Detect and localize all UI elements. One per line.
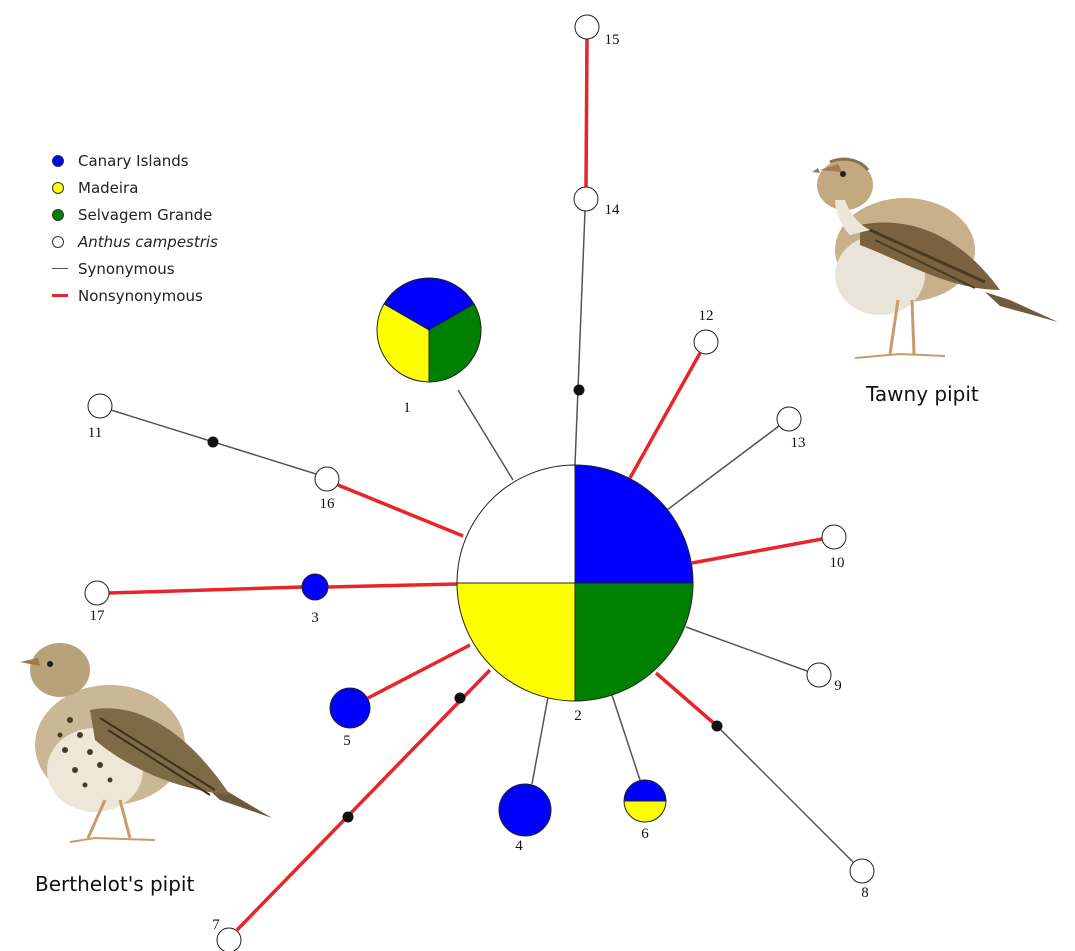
- link-2-8-nonsynonymous: [656, 673, 717, 726]
- haplotype-10-campestris: [822, 525, 846, 549]
- link-2-12-nonsynonymous: [630, 353, 700, 478]
- haplotype-node-9: [807, 663, 831, 687]
- synonymous-line-swatch: [52, 268, 68, 269]
- haplotype-node-8: [850, 859, 874, 883]
- haplotype-14-campestris: [574, 187, 598, 211]
- legend-label: Madeira: [78, 179, 138, 197]
- legend: Canary Islands Madeira Selvagem Grande A…: [52, 147, 218, 309]
- haplotype-label-17: 17: [90, 608, 106, 624]
- mutation-step-marker: [343, 812, 354, 823]
- legend-item-nonsynonymous: Nonsynonymous: [52, 282, 218, 309]
- haplotype-node-7: [217, 928, 241, 951]
- haplotype-node-1: [377, 278, 481, 382]
- link-2-8-synonymous: [717, 726, 853, 862]
- haplotype-11-campestris: [88, 394, 112, 418]
- mutation-step-marker: [712, 721, 723, 732]
- haplotype-label-14: 14: [605, 202, 621, 218]
- haplotype-13-campestris: [777, 407, 801, 431]
- haplotype-label-2: 2: [574, 708, 582, 724]
- haplotype-3-canary: [302, 574, 328, 600]
- legend-item-anthus-campestris: Anthus campestris: [52, 228, 218, 255]
- link-2-9-synonymous: [686, 627, 807, 671]
- haplotype-6-madeira: [624, 801, 666, 822]
- tawny-pipit-label: Tawny pipit: [866, 382, 979, 406]
- selvagem-grande-swatch: [52, 209, 64, 221]
- legend-label: Synonymous: [78, 260, 175, 278]
- haplotype-label-12: 12: [699, 308, 714, 324]
- canary-islands-swatch: [52, 155, 64, 167]
- haplotype-label-4: 4: [515, 838, 523, 854]
- link-14-15-nonsynonymous: [586, 39, 587, 187]
- haplotype-node-11: [88, 394, 112, 418]
- link-2-6-synonymous: [612, 695, 640, 780]
- haplotype-4-canary: [499, 784, 551, 836]
- haplotype-node-13: [777, 407, 801, 431]
- haplotype-node-4: [499, 784, 551, 836]
- haplotype-label-7: 7: [212, 917, 220, 933]
- haplotype-12-campestris: [694, 330, 718, 354]
- haplotype-node-15: [575, 15, 599, 39]
- haplotype-label-5: 5: [343, 733, 351, 749]
- haplotype-label-11: 11: [88, 425, 102, 441]
- haplotype-16-campestris: [315, 467, 339, 491]
- mutation-step-marker: [574, 385, 585, 396]
- haplotype-node-2: [457, 465, 693, 701]
- link-2-4-synonymous: [532, 697, 548, 784]
- haplotype-node-6: [624, 780, 666, 822]
- berthelots-pipit-illustration: [20, 643, 272, 842]
- haplotype-node-17: [85, 581, 109, 605]
- legend-item-canary-islands: Canary Islands: [52, 147, 218, 174]
- haplotype-17-campestris: [85, 581, 109, 605]
- haplotype-node-5: [330, 688, 370, 728]
- legend-label: Canary Islands: [78, 152, 189, 170]
- legend-label: Nonsynonymous: [78, 287, 203, 305]
- haplotype-2-campestris: [457, 465, 575, 583]
- link-2-16-nonsynonymous: [338, 485, 463, 536]
- mutation-step-marker: [208, 437, 219, 448]
- legend-label: Anthus campestris: [78, 233, 218, 251]
- haplotype-5-canary: [330, 688, 370, 728]
- haplotype-node-3: [302, 574, 328, 600]
- haplotype-8-campestris: [850, 859, 874, 883]
- haplotype-label-6: 6: [641, 826, 649, 842]
- haplotype-2-selvagem: [575, 583, 693, 701]
- haplotype-node-12: [694, 330, 718, 354]
- haplotype-label-10: 10: [830, 555, 845, 571]
- haplotype-2-canary: [575, 465, 693, 583]
- anthus-campestris-swatch: [52, 236, 64, 248]
- link-2-5-nonsynonymous: [368, 645, 470, 698]
- legend-label: Selvagem Grande: [78, 206, 212, 224]
- haplotype-label-8: 8: [861, 885, 869, 901]
- legend-item-synonymous: Synonymous: [52, 255, 218, 282]
- link-2-13-synonymous: [667, 426, 779, 510]
- legend-item-selvagem-grande: Selvagem Grande: [52, 201, 218, 228]
- link-2-1-synonymous: [458, 390, 513, 480]
- haplotype-9-campestris: [807, 663, 831, 687]
- haplotype-label-13: 13: [791, 435, 806, 451]
- haplotype-label-3: 3: [311, 610, 319, 626]
- mutation-step-marker: [455, 693, 466, 704]
- berthelots-pipit-label: Berthelot's pipit: [35, 872, 194, 896]
- madeira-swatch: [52, 182, 64, 194]
- haplotype-label-15: 15: [605, 32, 620, 48]
- haplotype-15-campestris: [575, 15, 599, 39]
- haplotype-label-9: 9: [834, 678, 842, 694]
- haplotype-label-16: 16: [320, 496, 336, 512]
- haplotype-label-1: 1: [403, 400, 411, 416]
- haplotype-6-canary: [624, 780, 666, 801]
- legend-item-madeira: Madeira: [52, 174, 218, 201]
- link-2-10-nonsynonymous: [692, 539, 822, 563]
- tawny-pipit-illustration: [812, 159, 1058, 358]
- haplotype-node-16: [315, 467, 339, 491]
- nonsynonymous-line-swatch: [52, 294, 68, 297]
- link-2-3-nonsynonymous: [328, 584, 458, 587]
- link-2-14-synonymous: [575, 211, 585, 465]
- haplotype-node-10: [822, 525, 846, 549]
- haplotype-7-campestris: [217, 928, 241, 951]
- haplotype-node-14: [574, 187, 598, 211]
- link-3-17-nonsynonymous: [109, 587, 302, 593]
